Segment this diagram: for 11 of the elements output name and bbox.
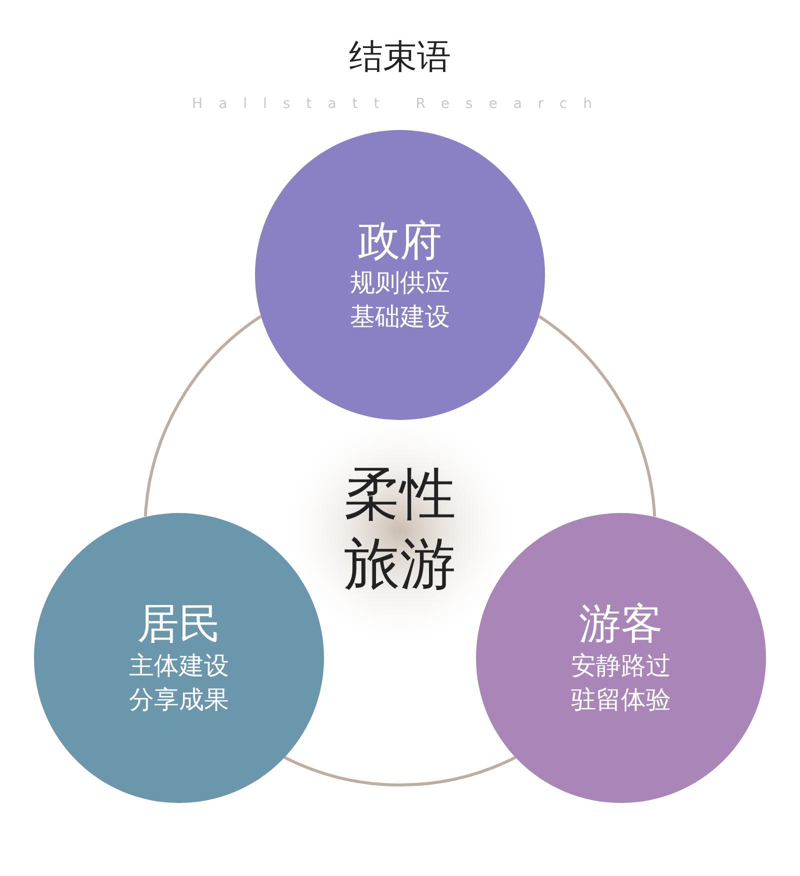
- node-text: 规则供应基础建设: [349, 267, 451, 334]
- node-text: 安静路过驻留体验: [570, 650, 672, 716]
- connector-arc: [538, 315, 656, 517]
- node-heading: 游客: [578, 598, 663, 649]
- center-text: 柔性旅游: [343, 461, 457, 599]
- connector-arc: [144, 315, 262, 517]
- node-text: 主体建设分享成果: [128, 650, 230, 716]
- node-heading: 居民: [137, 598, 222, 649]
- node-heading: 政府: [358, 216, 442, 266]
- connector-arc: [284, 756, 516, 786]
- title: 结束语: [348, 36, 452, 79]
